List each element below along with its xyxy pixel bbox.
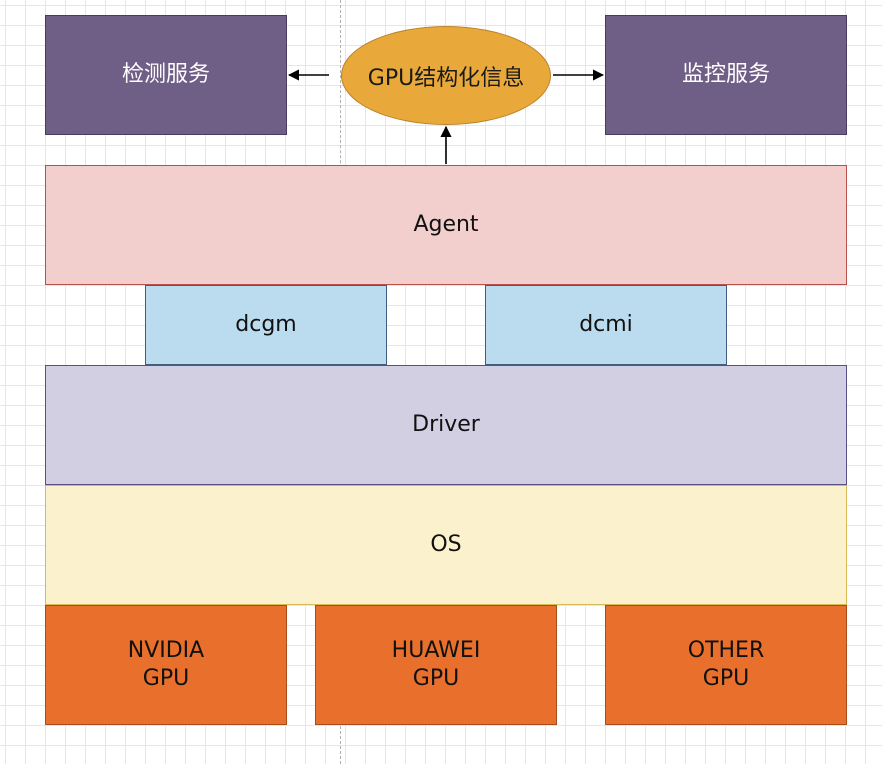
gpu-structured-info-ellipse[interactable]: GPU结构化信息 [341,26,551,125]
other-gpu-box[interactable]: OTHER GPU [605,605,847,725]
nvidia-gpu-box[interactable]: NVIDIA GPU [45,605,287,725]
detection-service-box[interactable]: 检测服务 [45,15,287,135]
driver-layer[interactable]: Driver [45,365,847,485]
agent-layer[interactable]: Agent [45,165,847,285]
dcgm-library-box[interactable]: dcgm [145,285,387,365]
monitoring-service-box[interactable]: 监控服务 [605,15,847,135]
huawei-gpu-box[interactable]: HUAWEI GPU [315,605,557,725]
os-layer[interactable]: OS [45,485,847,605]
dcmi-library-box[interactable]: dcmi [485,285,727,365]
